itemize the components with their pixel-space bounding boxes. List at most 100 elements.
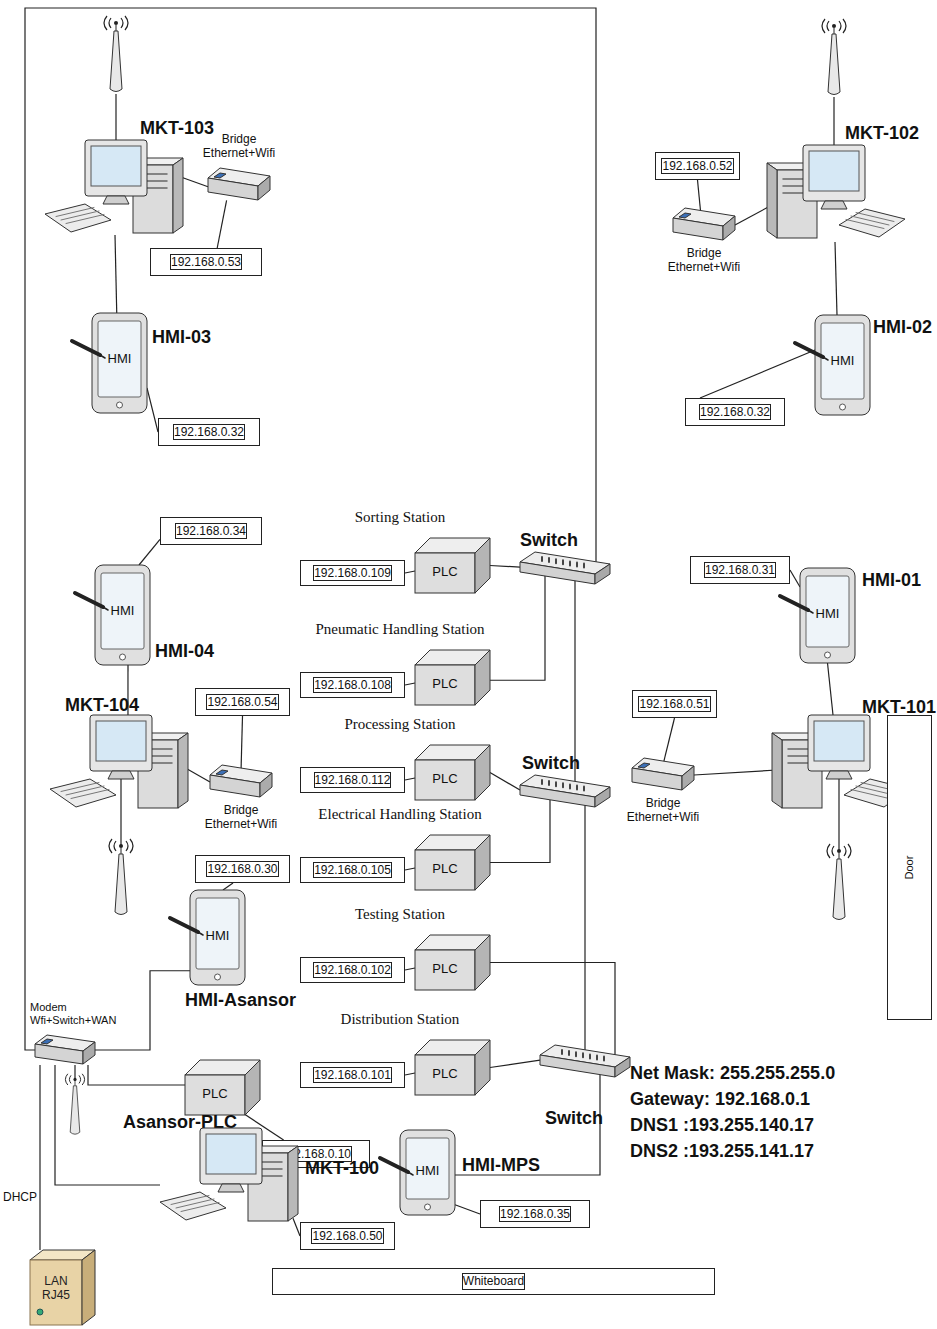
device-icon	[415, 835, 490, 890]
device-icon	[160, 1128, 300, 1223]
device-shape	[415, 665, 475, 705]
network-cable	[490, 800, 550, 863]
device-label: HMI-04	[155, 641, 214, 663]
device-shape	[108, 771, 134, 779]
device-shape	[638, 763, 650, 768]
device-shape	[520, 562, 595, 584]
device-icon	[415, 935, 490, 990]
device-shape	[475, 935, 490, 990]
network-switch: Switch	[520, 552, 610, 587]
device-text: PLC	[415, 861, 475, 877]
device-shape	[800, 568, 855, 663]
device-shape	[82, 1250, 95, 1325]
device-shape	[595, 564, 610, 584]
device-icon	[208, 168, 270, 202]
device-detail	[582, 1053, 584, 1057]
device-shape	[475, 1040, 490, 1095]
device-label: Bridge Ethernet+Wifi	[618, 796, 708, 825]
device-label: Bridge Ethernet+Wifi	[659, 246, 749, 275]
ip-address-box: 192.168.0.112	[300, 767, 405, 793]
device-label: HMI-03	[152, 327, 211, 349]
antenna-symbol	[827, 844, 851, 920]
device-shape	[206, 1134, 256, 1174]
device-shape	[808, 715, 870, 771]
device-icon	[210, 765, 272, 799]
ip-address-box: 192.168.0.101	[300, 1062, 405, 1088]
device-label: HMI-MPS	[462, 1155, 540, 1177]
network-cable	[490, 773, 520, 791]
plc-unit: PLCProcessing Station	[415, 745, 490, 800]
network-cable	[88, 1065, 185, 1085]
device-shape	[45, 204, 111, 232]
network-cable	[39, 1065, 40, 1250]
bridge-device: Bridge Ethernet+Wifi	[208, 168, 270, 202]
device-shape	[415, 1055, 475, 1095]
device-detail	[846, 220, 884, 229]
device-detail	[37, 1309, 43, 1315]
device-icon	[50, 715, 190, 815]
device-detail	[569, 784, 571, 788]
device-detail	[181, 1203, 219, 1212]
device-icon	[632, 758, 694, 790]
device-icon	[767, 145, 905, 238]
device-shape	[673, 218, 723, 240]
device-detail	[66, 215, 104, 224]
device-icon	[415, 1040, 490, 1095]
device-detail	[780, 596, 808, 610]
device-shape	[90, 715, 152, 771]
plc-unit: PLCDistribution Station	[415, 1040, 490, 1095]
device-shape	[632, 768, 682, 790]
device-detail	[170, 918, 198, 932]
device-shape	[92, 313, 147, 413]
antenna-lead	[75, 94, 839, 1081]
device-detail	[583, 564, 585, 568]
station-name: Electrical Handling Station	[300, 805, 500, 823]
device-icon	[520, 775, 610, 807]
device-icon	[520, 775, 610, 810]
network-cable	[405, 571, 415, 573]
device-shape	[809, 151, 859, 191]
plc-unit: PLCElectrical Handling Station	[415, 835, 490, 890]
device-icon	[72, 313, 147, 413]
device-icon	[45, 140, 183, 233]
device-icon	[170, 890, 245, 985]
device-text: HMI	[92, 351, 147, 367]
network-cable	[584, 805, 585, 1051]
plc-unit: PLCTesting Station	[415, 935, 490, 990]
device-shape	[814, 721, 864, 761]
network-cable	[405, 868, 415, 870]
edge-label: DHCP	[2, 1190, 38, 1204]
device-icon	[415, 745, 490, 800]
hmi-panel: HMIHMI-04	[95, 565, 150, 665]
ip-address-box: 192.168.0.105	[300, 857, 405, 883]
device-shape	[475, 835, 490, 890]
device-detail	[851, 790, 889, 799]
device-label: MKT-104	[65, 695, 139, 717]
device-icon	[35, 1035, 95, 1065]
device-shape	[475, 650, 490, 705]
device-detail	[823, 357, 828, 360]
network-setting: DNS1 :193.255.140.17	[630, 1115, 814, 1136]
device-shape	[400, 1130, 455, 1215]
device-shape	[475, 538, 490, 593]
network-cable	[405, 778, 415, 780]
device-shape	[767, 163, 777, 238]
device-label: MKT-102	[845, 123, 919, 145]
device-detail	[851, 216, 889, 225]
antenna-symbol	[65, 1074, 84, 1134]
box-text: 192.168.0.112	[314, 772, 392, 788]
device-icon	[673, 208, 735, 240]
device-shape	[415, 553, 475, 593]
device-label: MKT-100	[305, 1158, 379, 1180]
network-cable	[663, 718, 675, 765]
device-icon	[415, 538, 490, 593]
device-text: PLC	[415, 564, 475, 580]
device-detail	[568, 1051, 570, 1055]
ip-address-box: 192.168.0.34	[160, 517, 262, 545]
device-detail	[120, 654, 126, 660]
network-setting: Net Mask: 255.255.255.0	[630, 1063, 835, 1084]
device-detail	[840, 404, 846, 410]
device-shape	[415, 950, 475, 990]
network-cable	[405, 968, 415, 970]
device-shape	[160, 1192, 226, 1220]
